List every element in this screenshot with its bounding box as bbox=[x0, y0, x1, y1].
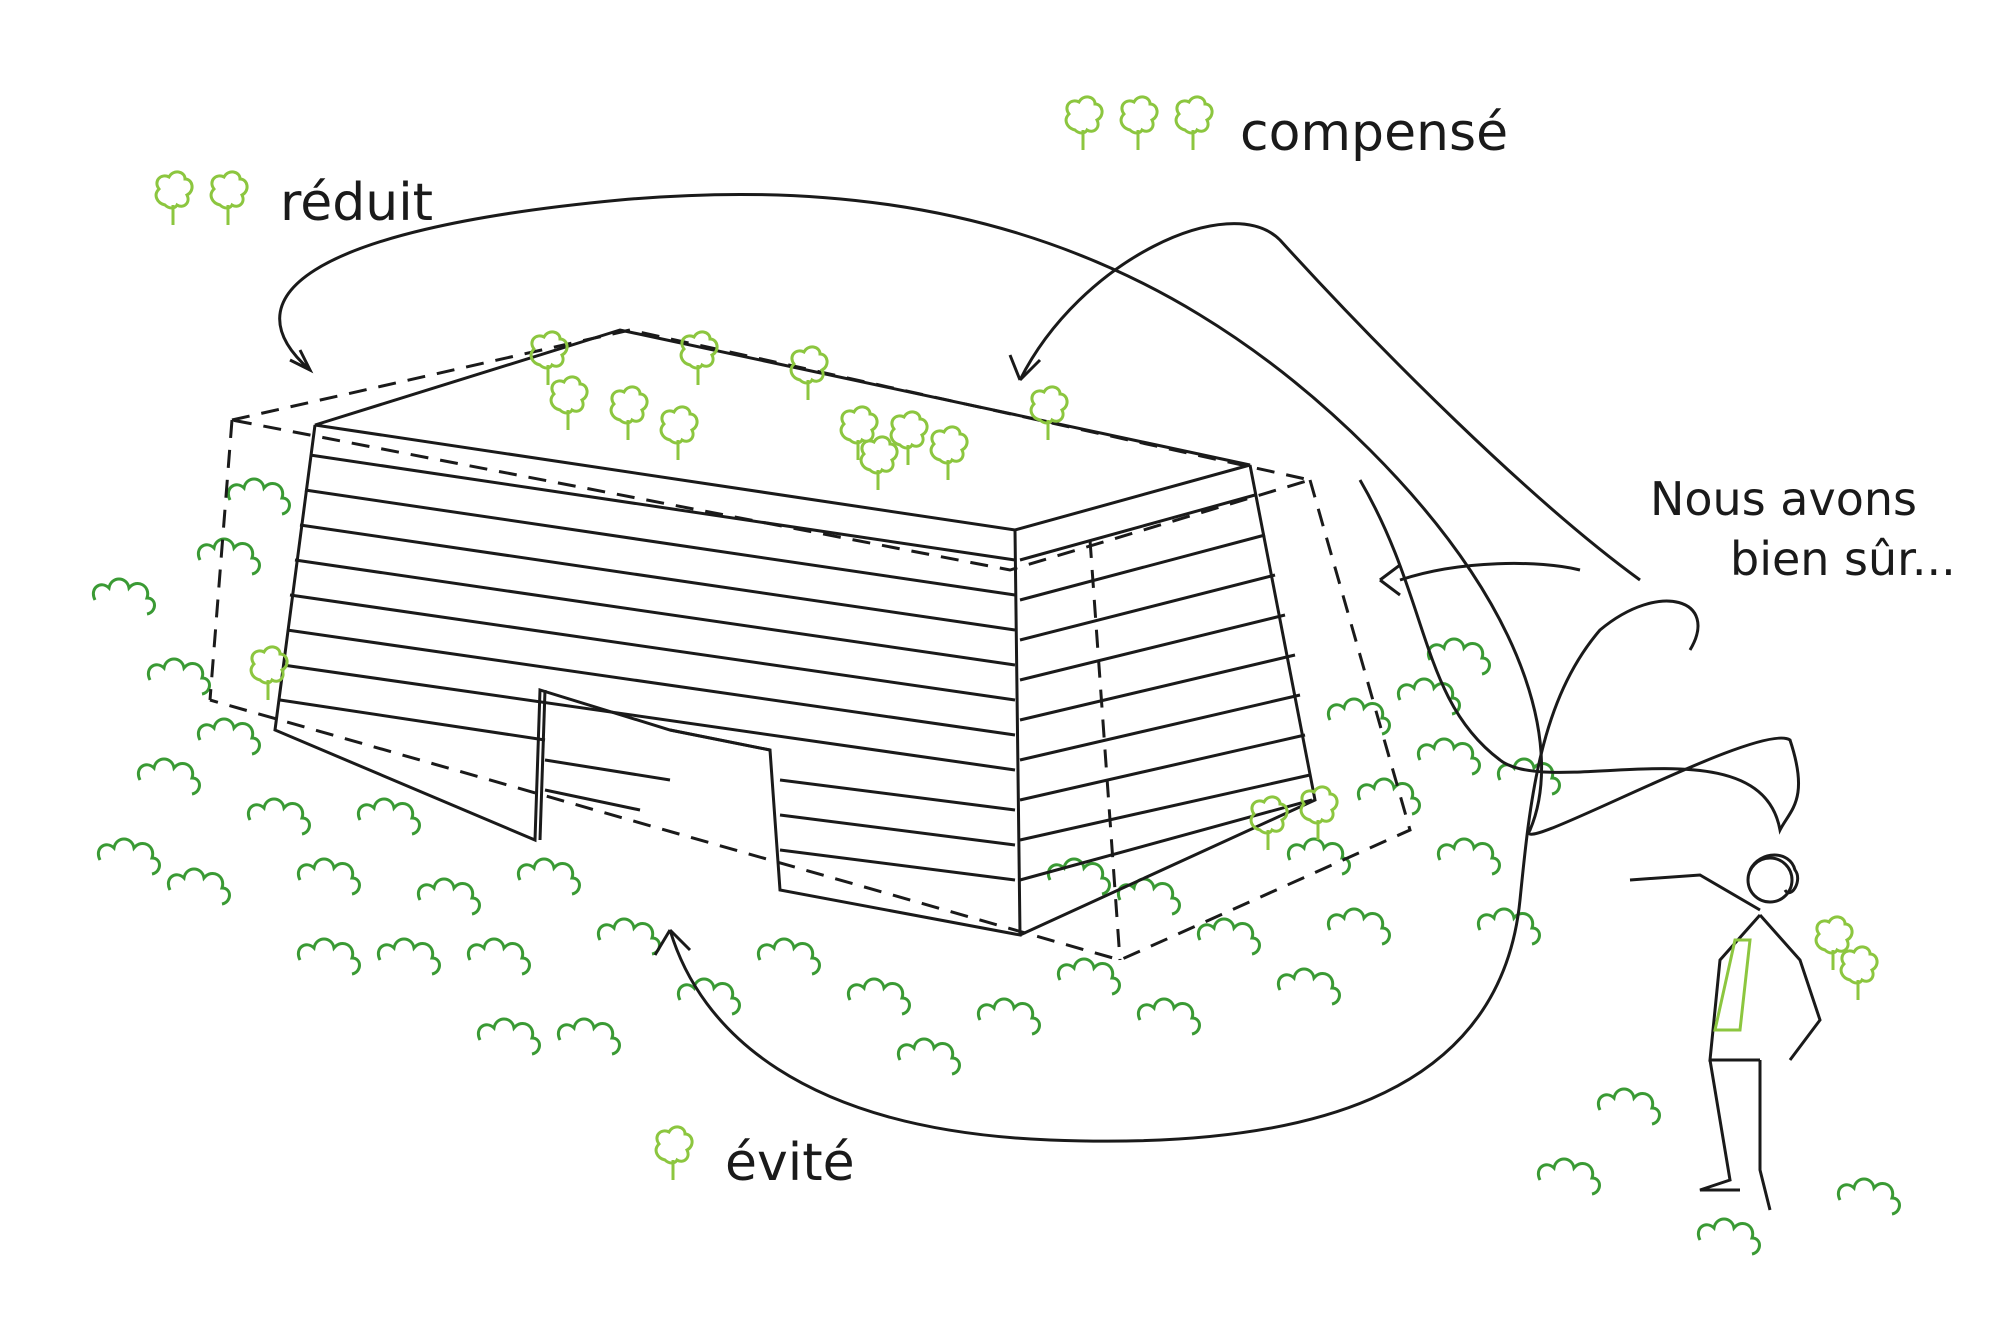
label-evite: évité bbox=[725, 1133, 855, 1193]
label-evite-group: évité bbox=[654, 1125, 855, 1193]
person-figure bbox=[1629, 853, 1822, 1211]
arrow-reduit bbox=[278, 192, 1800, 836]
arrow-compense bbox=[1018, 222, 1641, 582]
label-reduit: réduit bbox=[280, 173, 433, 233]
roof-trees bbox=[249, 330, 1339, 852]
speech-line-2: bien sûr... bbox=[1730, 532, 1956, 586]
arrow-main bbox=[1399, 561, 1581, 582]
label-compense: compensé bbox=[1240, 103, 1508, 163]
speech-bubble: Nous avons bien sûr... bbox=[1650, 472, 1956, 586]
label-reduit-group: réduit bbox=[154, 170, 433, 233]
building bbox=[273, 328, 1317, 937]
speech-line-1: Nous avons bbox=[1650, 472, 1917, 526]
arrow-evite bbox=[668, 599, 1700, 1143]
label-compense-group: compensé bbox=[1064, 95, 1508, 163]
flow-arrows bbox=[278, 192, 1800, 1143]
